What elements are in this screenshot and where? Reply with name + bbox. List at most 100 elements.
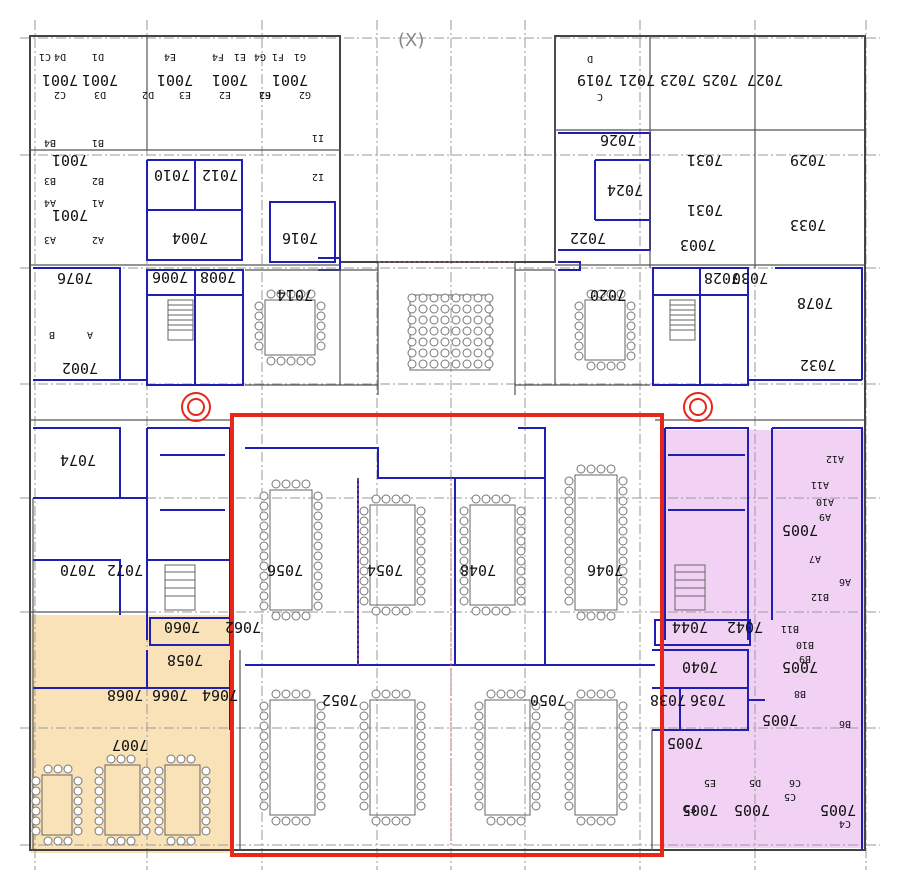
chair <box>564 506 574 516</box>
chair <box>416 761 426 771</box>
room-label-r7038: 7038 <box>650 691 686 709</box>
chair <box>359 731 369 741</box>
desk-label-e1: E1 <box>234 51 246 62</box>
chair <box>626 311 636 321</box>
chair <box>141 796 151 806</box>
desk-label-c: C <box>597 91 603 102</box>
chair <box>586 816 596 826</box>
chair <box>473 304 483 314</box>
chair <box>451 337 461 347</box>
chair <box>126 836 136 846</box>
chair <box>564 586 574 596</box>
chair <box>186 836 196 846</box>
chair <box>259 521 269 531</box>
chair <box>371 494 381 504</box>
chair <box>618 781 628 791</box>
chair <box>359 576 369 586</box>
room-label-r7027: 7027 <box>747 71 783 89</box>
chair <box>141 776 151 786</box>
chair <box>141 816 151 826</box>
chair <box>440 337 450 347</box>
chair <box>141 826 151 836</box>
chair <box>462 359 472 369</box>
chair <box>418 348 428 358</box>
chair <box>486 816 496 826</box>
room-label-r7060: 7060 <box>164 618 200 636</box>
desk-label-c2: C2 <box>54 89 66 100</box>
chair <box>418 337 428 347</box>
room-label-r7076: 7076 <box>57 269 93 287</box>
chair <box>459 576 469 586</box>
desk-label-a: A <box>87 329 93 340</box>
chair <box>618 771 628 781</box>
room-label-r7058: 7058 <box>167 651 203 669</box>
chair <box>276 356 286 366</box>
chair <box>462 348 472 358</box>
chair <box>359 741 369 751</box>
chair <box>141 766 151 776</box>
room-label-r7003: 7003 <box>680 236 716 254</box>
chair <box>313 511 323 521</box>
room-label-r7036: 7036 <box>690 691 726 709</box>
chair <box>31 796 41 806</box>
chair <box>496 689 506 699</box>
chair <box>459 516 469 526</box>
room-label-r7004: 7004 <box>172 229 208 247</box>
chair <box>606 611 616 621</box>
chair <box>316 341 326 351</box>
room-label-r7028: 7028 <box>704 269 740 287</box>
chair <box>473 326 483 336</box>
chair <box>106 754 116 764</box>
chair <box>73 816 83 826</box>
room-label-r7012: 7012 <box>202 166 238 184</box>
chair <box>154 806 164 816</box>
chair <box>626 341 636 351</box>
chair <box>313 601 323 611</box>
chair <box>276 289 286 299</box>
chair <box>484 337 494 347</box>
chair <box>43 836 53 846</box>
desk-label-a6: A6 <box>839 576 851 587</box>
chair <box>73 796 83 806</box>
chair <box>618 721 628 731</box>
chair <box>531 761 541 771</box>
room-label-r7070: 7070 <box>60 561 96 579</box>
chair <box>291 816 301 826</box>
chair <box>281 611 291 621</box>
room-label-r7074: 7074 <box>60 451 96 469</box>
chair <box>313 571 323 581</box>
chair <box>491 606 501 616</box>
chair <box>596 689 606 699</box>
chair <box>201 796 211 806</box>
room-label-r7029: 7029 <box>790 151 826 169</box>
room-label-r7006: 7006 <box>152 268 188 286</box>
desk-label-c5: C5 <box>784 791 796 802</box>
desk-label-i1: I1 <box>312 132 324 143</box>
chair <box>459 536 469 546</box>
room-label-r7005a: 7005 <box>782 521 818 539</box>
chair <box>473 315 483 325</box>
desk-label-d: D <box>587 53 593 64</box>
chair <box>516 526 526 536</box>
chair <box>473 293 483 303</box>
chair <box>416 741 426 751</box>
chair <box>371 606 381 616</box>
chair <box>618 516 628 526</box>
desk-label-a9: A9 <box>819 511 831 522</box>
chair <box>371 689 381 699</box>
room-label-r7016: 7016 <box>282 229 318 247</box>
desk-label-c4: C4 <box>839 818 851 829</box>
chair <box>407 359 417 369</box>
chair <box>474 701 484 711</box>
chair <box>43 764 53 774</box>
chair <box>471 606 481 616</box>
chair <box>440 304 450 314</box>
chair <box>271 689 281 699</box>
chair <box>586 289 596 299</box>
chair <box>94 786 104 796</box>
chair <box>73 806 83 816</box>
chair <box>531 701 541 711</box>
chair <box>531 711 541 721</box>
chair <box>176 836 186 846</box>
chair <box>259 571 269 581</box>
